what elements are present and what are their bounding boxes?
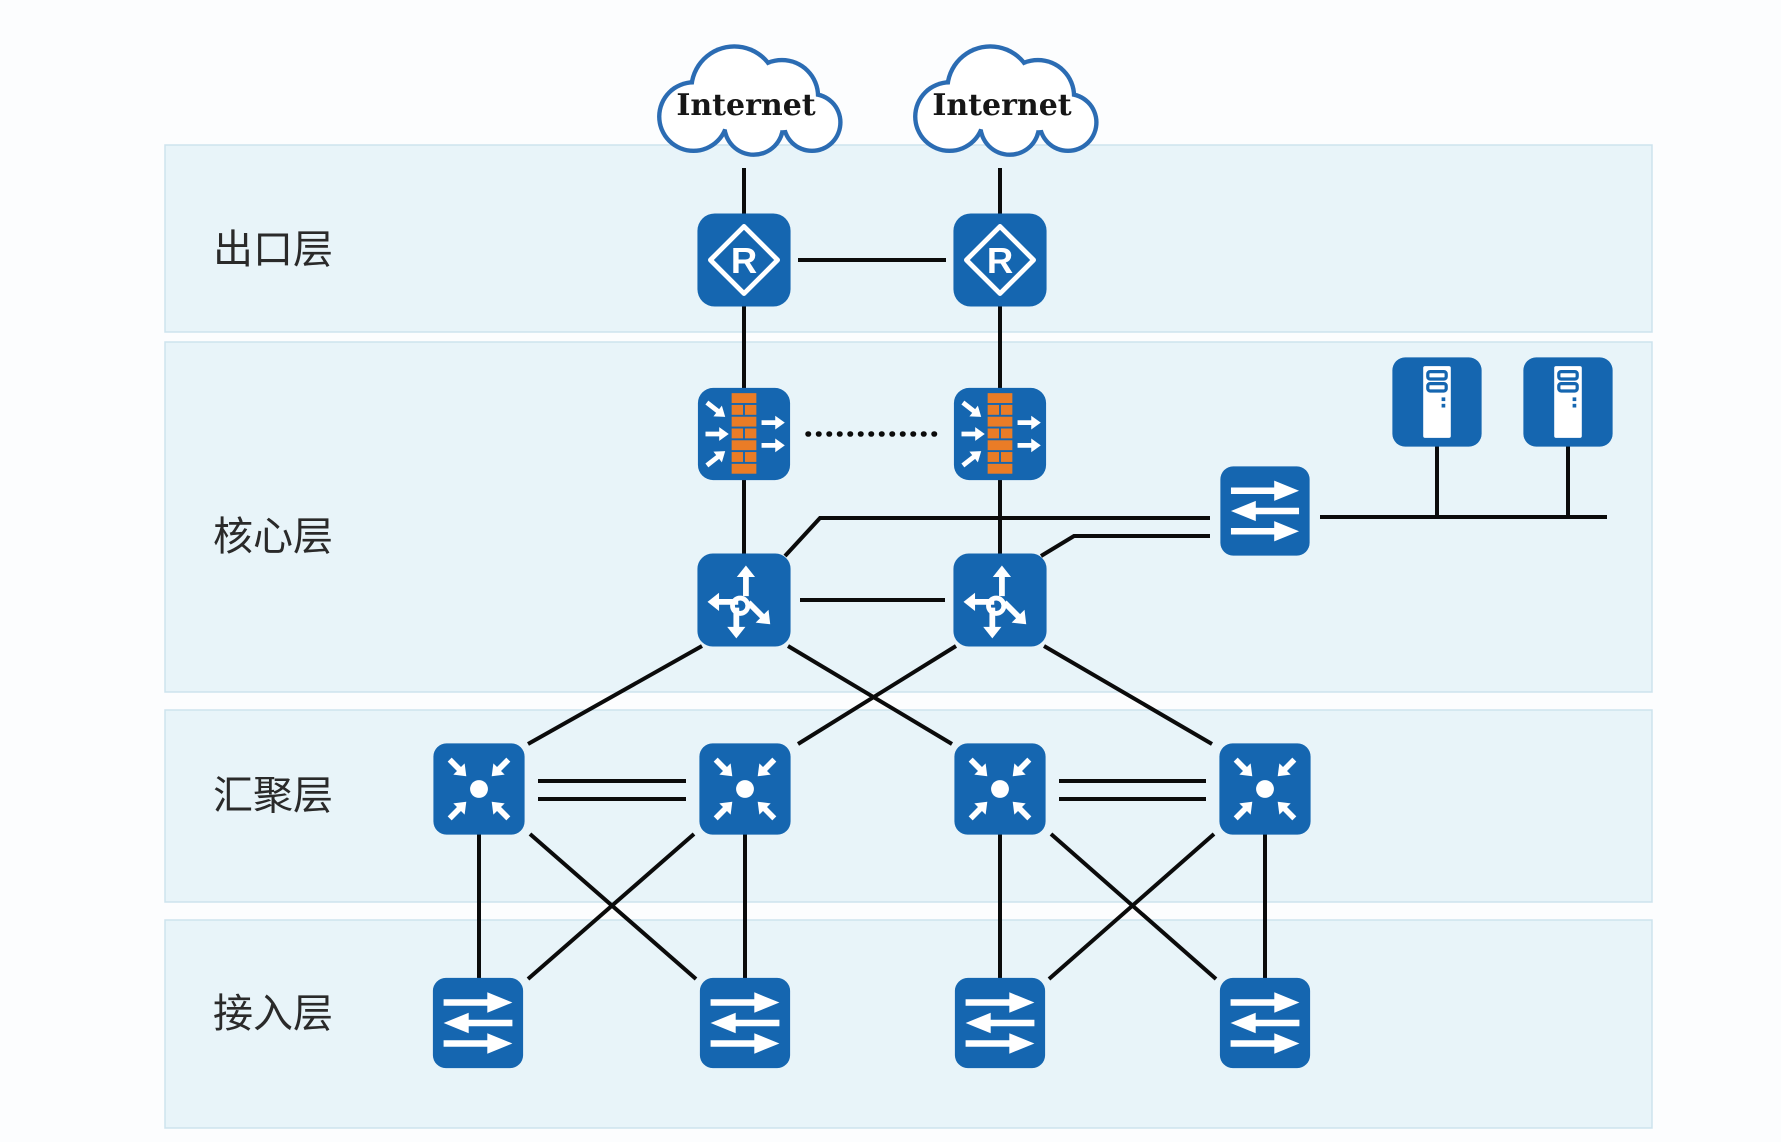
- agg-switch-1: [433, 743, 525, 835]
- router-1: [697, 213, 790, 306]
- layer-bands: [164, 144, 1653, 1129]
- firewall-2: [953, 387, 1047, 481]
- aggregation-switch-icon: [1219, 743, 1311, 835]
- router-2: [953, 213, 1046, 306]
- layer2-switch-icon: [954, 977, 1046, 1069]
- layer-label-access: 接入层: [213, 992, 333, 1036]
- layer-band-aggregation: [164, 709, 1653, 903]
- aggregation-switch-icon: [954, 743, 1046, 835]
- internet-cloud-1-label: Internet: [676, 88, 815, 123]
- link-core-switch-1-agg-switch-3-15: [786, 644, 954, 746]
- internet-cloud-1: Internet: [657, 44, 843, 157]
- router-icon: [953, 213, 1046, 306]
- agg-switch-2: [699, 743, 791, 835]
- link-core-switch-2-server-switch-10: [1039, 534, 1210, 558]
- topology-nodes: Internet Internet: [432, 44, 1613, 1069]
- firewall-icon: [697, 387, 791, 481]
- aggregation-switch-icon: [699, 743, 791, 835]
- internet-cloud-2-label: Internet: [932, 88, 1071, 123]
- server-switch: [1220, 466, 1310, 556]
- layer-band-egress: [164, 144, 1653, 333]
- core-switch-1: [697, 553, 790, 646]
- access-switch-4: [1219, 977, 1311, 1069]
- firewall-icon: [953, 387, 1047, 481]
- layer3-switch-icon: [697, 553, 790, 646]
- agg-switch-3: [954, 743, 1046, 835]
- link-agg-switch-2-access-switch-1-24: [526, 832, 696, 981]
- topology-links: [477, 168, 1607, 981]
- link-core-switch-2-agg-switch-2-16: [796, 644, 958, 746]
- layer-label-egress: 出口层: [213, 228, 333, 272]
- server-icon: [1392, 357, 1481, 446]
- server-icon: [1523, 357, 1612, 446]
- aggregation-switch-icon: [433, 743, 525, 835]
- access-switch-2: [699, 977, 791, 1069]
- access-switch-3: [954, 977, 1046, 1069]
- layer3-switch-icon: [953, 553, 1046, 646]
- core-switch-2: [953, 553, 1046, 646]
- server-1: [1392, 357, 1481, 446]
- internet-cloud-2: Internet: [913, 44, 1099, 157]
- layer2-switch-icon: [699, 977, 791, 1069]
- firewall-1: [697, 387, 791, 481]
- layer-label-core: 核心层: [213, 515, 333, 559]
- layer-band-access: [164, 919, 1653, 1129]
- link-agg-switch-4-access-switch-3-28: [1047, 832, 1216, 981]
- access-switch-1: [432, 977, 524, 1069]
- layer2-switch-icon: [1220, 466, 1310, 556]
- link-core-switch-2-agg-switch-4-17: [1042, 644, 1214, 746]
- layer2-switch-icon: [432, 977, 524, 1069]
- layer2-switch-icon: [1219, 977, 1311, 1069]
- link-core-switch-1-server-switch-9: [783, 516, 1210, 558]
- server-2: [1523, 357, 1612, 446]
- layer-label-aggregation: 汇聚层: [213, 774, 333, 818]
- agg-switch-4: [1219, 743, 1311, 835]
- link-core-switch-1-agg-switch-1-14: [527, 644, 703, 746]
- router-icon: [697, 213, 790, 306]
